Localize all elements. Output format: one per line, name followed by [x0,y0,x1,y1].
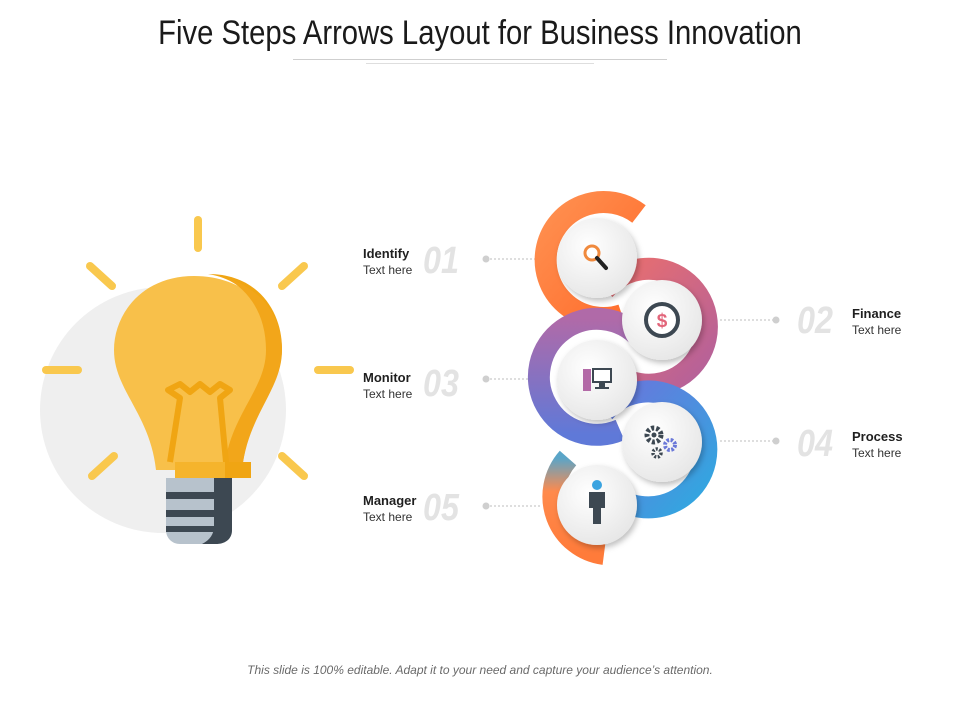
step-label-manager: Manager Text here [363,493,416,525]
search-icon [583,244,608,270]
lightbulb-icon [40,216,354,544]
step-number: 01 [423,240,459,282]
step-name: Finance [852,306,902,321]
step-number: 05 [423,487,459,529]
step-ring-monitor [527,307,649,446]
step-number: 03 [423,363,459,405]
step-label-finance: Finance Text here [852,306,901,338]
step-name: Monitor [363,370,411,385]
step-description: Text here [852,323,902,337]
step-name: Manager [363,493,417,508]
step-label-process: Process Text here [852,429,903,461]
step-number: 02 [797,300,833,342]
step-description: Text here [852,446,902,460]
step-description: Text here [363,510,413,524]
step-name: Identify [363,246,410,261]
step-description: Text here [363,387,413,401]
step-label-identify: Identify Text here [363,246,412,278]
title-divider [293,59,667,60]
svg-text:$: $ [657,311,668,332]
step-number: 04 [797,423,833,465]
person-icon [589,480,605,524]
step-name: Process [852,429,903,444]
title-divider-secondary [366,63,594,64]
computer-icon [583,368,612,391]
step-ring-manager [542,450,606,565]
dollar-icon: $ [644,302,680,338]
slide-title: Five Steps Arrows Layout for Business In… [158,14,802,52]
step-description: Text here [363,263,413,277]
gears-icon [644,425,677,459]
step-label-monitor: Monitor Text here [363,370,412,402]
step-ring-process [595,380,718,519]
footer-note: This slide is 100% editable. Adapt it to… [247,663,713,677]
